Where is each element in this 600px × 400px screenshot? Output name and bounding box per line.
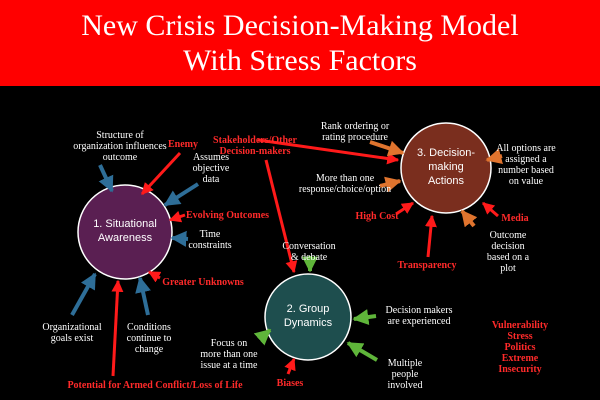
arrow-media bbox=[482, 201, 499, 218]
arrow-enemy bbox=[140, 151, 182, 196]
title-banner bbox=[0, 0, 600, 86]
label-high-cost: High Cost bbox=[355, 211, 399, 222]
arrow-focus bbox=[253, 328, 272, 346]
arrow-more-than-one bbox=[379, 176, 402, 193]
arrow-rank bbox=[369, 140, 405, 157]
label-evolving: Evolving Outcomes bbox=[185, 210, 270, 221]
stress-factor-list: Vulnerability Stress Politics Extreme In… bbox=[470, 320, 570, 375]
label-biases: Biases bbox=[276, 378, 304, 389]
label-media: Media bbox=[501, 213, 529, 224]
arrow-time bbox=[170, 230, 189, 247]
arrow-assumes bbox=[163, 182, 200, 207]
label-greater: Greater Unknowns bbox=[162, 277, 244, 288]
arrow-outcome bbox=[460, 209, 478, 228]
stress-factor-item: Extreme bbox=[501, 353, 539, 364]
arrow-all-options bbox=[485, 148, 503, 165]
arrow-transparency bbox=[424, 214, 437, 258]
arrow-org-goals bbox=[70, 272, 97, 316]
node-group-dynamics bbox=[264, 273, 352, 361]
stress-factor-item: Vulnerability bbox=[491, 320, 549, 331]
arrow-experienced bbox=[352, 309, 377, 325]
label-conversation: Conversation& debate bbox=[282, 241, 336, 263]
arrow-structure bbox=[98, 164, 114, 193]
arrow-biases bbox=[284, 357, 296, 375]
label-enemy: Enemy bbox=[168, 139, 198, 150]
stress-factor-item: Politics bbox=[504, 342, 536, 353]
arrow-armed bbox=[111, 279, 124, 377]
arrow-evolving bbox=[168, 210, 186, 223]
arrow-conditions bbox=[135, 276, 151, 316]
arrow-stakeholders-to-group bbox=[264, 159, 298, 274]
label-transparency: Transparency bbox=[397, 260, 457, 271]
label-armed-conflict: Potential for Armed Conflict/Loss of Lif… bbox=[67, 380, 243, 391]
node-decision-making-actions bbox=[400, 122, 492, 214]
stress-factor-item: Stress bbox=[507, 331, 533, 342]
arrow-stakeholders-to-decision bbox=[257, 138, 400, 165]
arrow-multiple bbox=[346, 341, 379, 362]
stress-factor-item: Insecurity bbox=[498, 364, 542, 375]
slide-title-line-2: With Stress Factors bbox=[183, 44, 417, 77]
arrow-high-cost bbox=[395, 201, 415, 216]
slide-title-line-1: New Crisis Decision-Making Model bbox=[81, 9, 519, 42]
arrow-greater bbox=[147, 270, 162, 283]
